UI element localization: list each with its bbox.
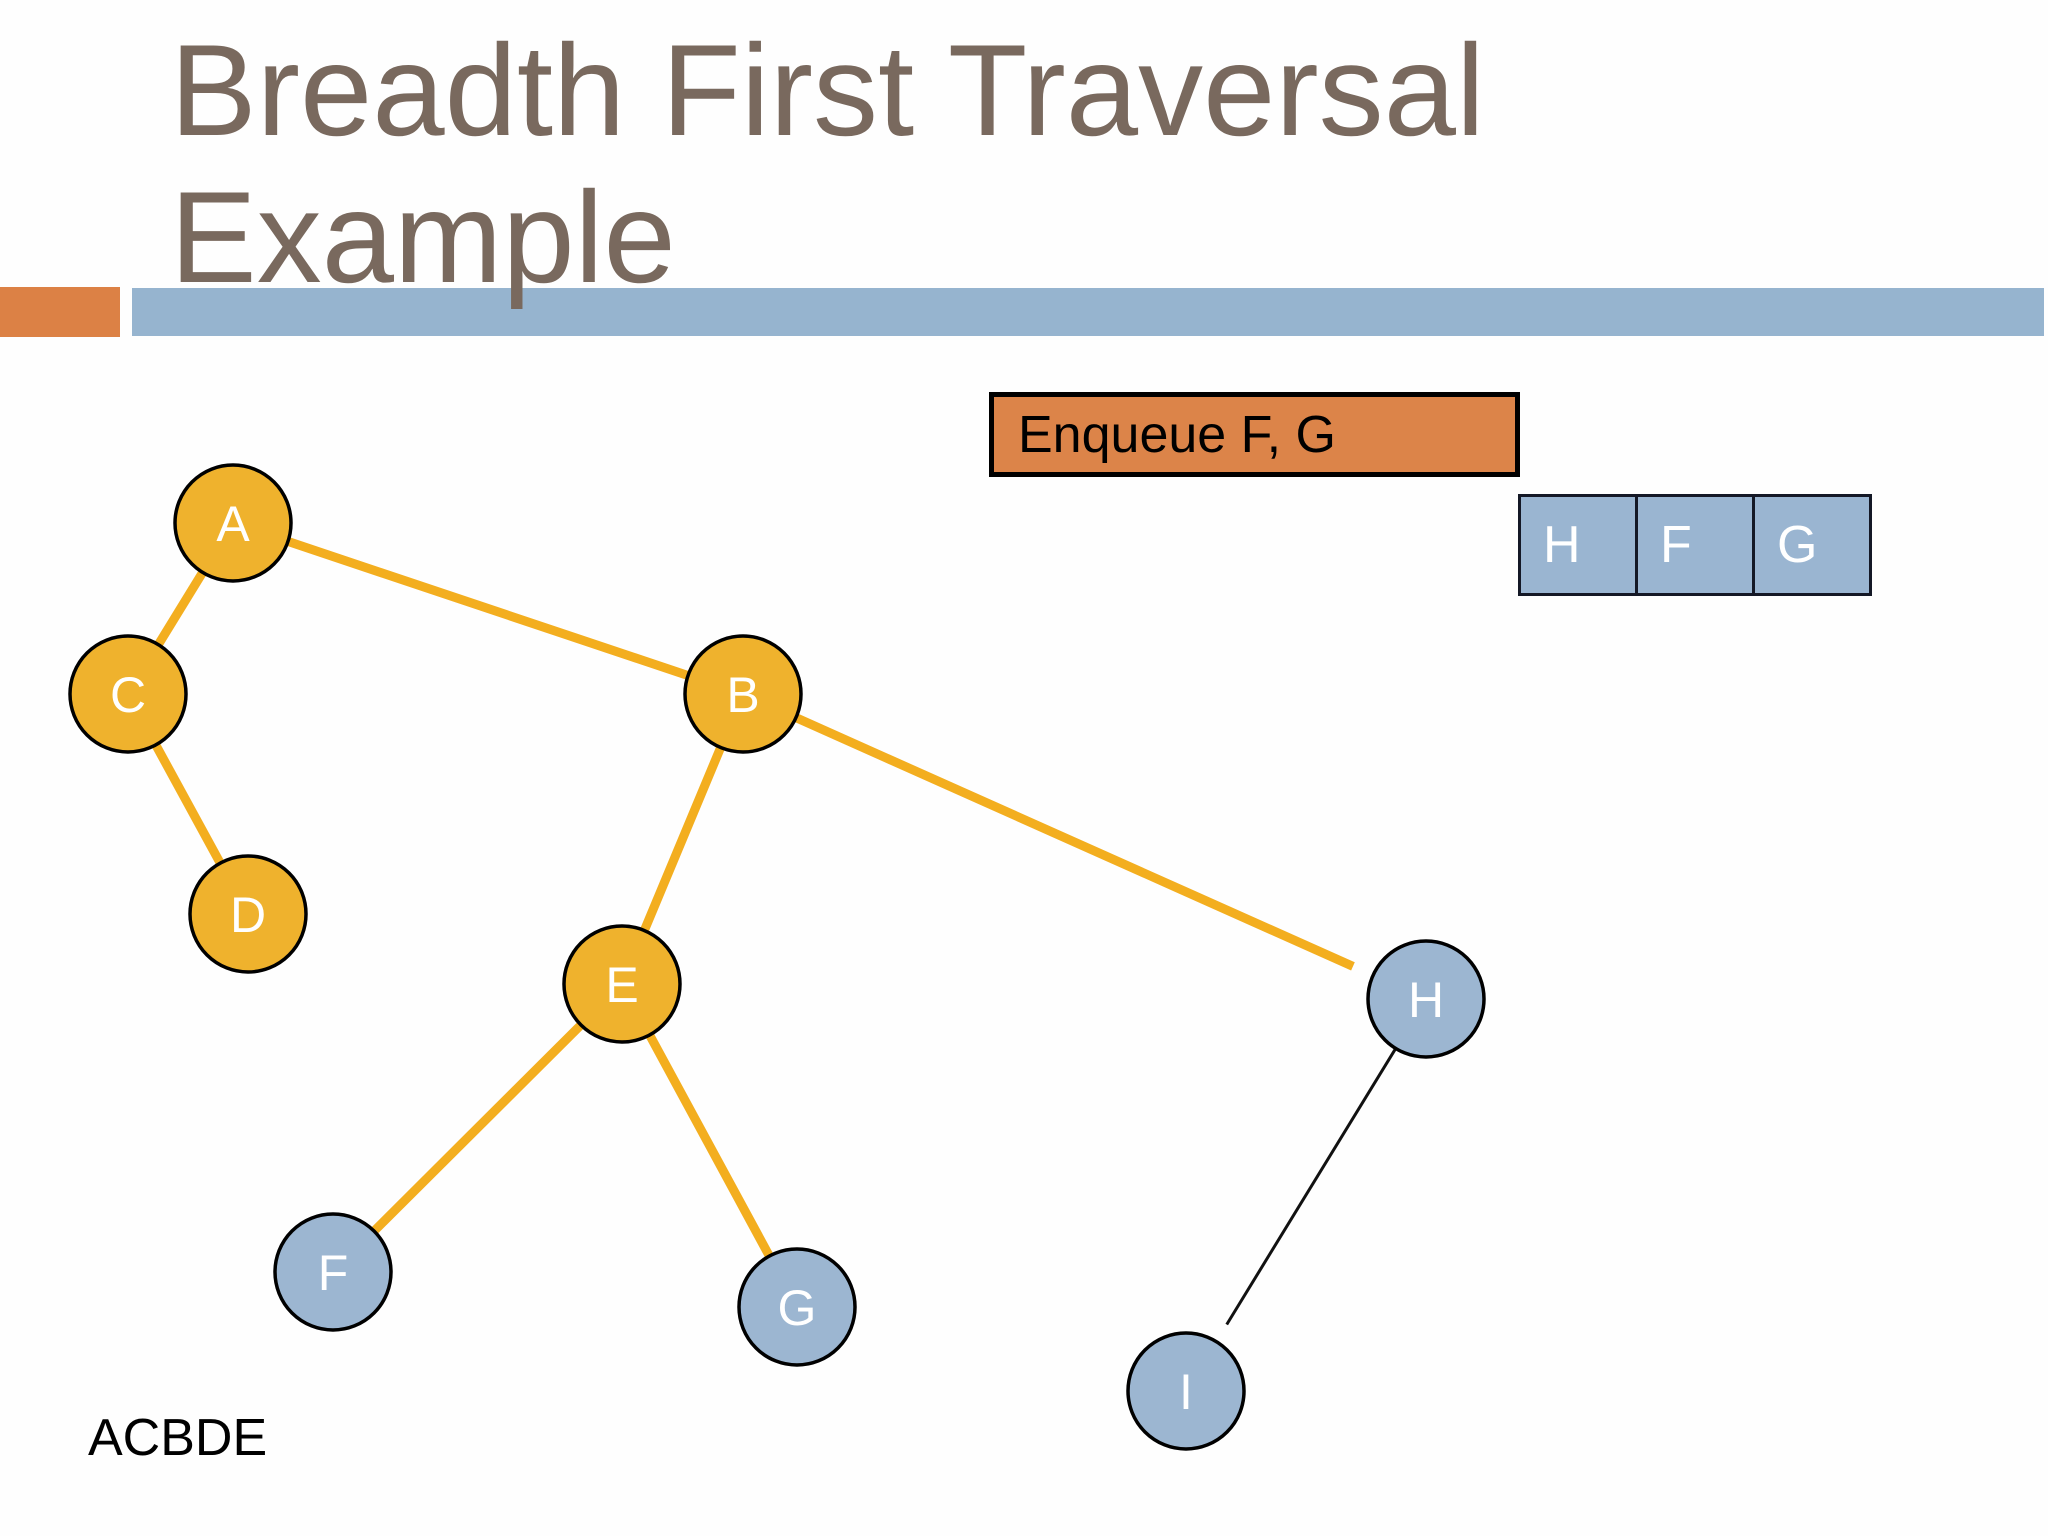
node-H	[1366, 939, 1486, 1059]
accent-square	[0, 287, 120, 337]
queue-cell-0: H	[1518, 494, 1638, 596]
node-E	[562, 924, 682, 1044]
edge-A-B	[231, 518, 745, 699]
node-E-label: E	[605, 957, 638, 1013]
node-I-label: I	[1179, 1364, 1193, 1420]
enqueue-callout-label: Enqueue F, G	[1018, 405, 1336, 464]
node-B	[683, 634, 803, 754]
edge-B-H	[741, 689, 1355, 971]
node-F	[273, 1212, 393, 1332]
title-underline-bar	[132, 288, 2044, 336]
edge-E-F	[329, 980, 626, 1276]
node-C	[68, 634, 188, 754]
node-G	[737, 1247, 857, 1367]
node-G-label: G	[778, 1280, 817, 1336]
title-line-2: Example	[170, 163, 676, 310]
edge-E-G	[618, 981, 801, 1310]
node-D-label: D	[230, 887, 266, 943]
queue-cell-1: F	[1635, 494, 1755, 596]
node-A-label: A	[216, 496, 250, 552]
slide-title: Breadth First Traversal Example	[170, 17, 1485, 311]
node-C-label: C	[110, 667, 146, 723]
edge-H-I	[1225, 1047, 1397, 1326]
node-F-label: F	[318, 1245, 349, 1301]
node-H-label: H	[1408, 972, 1444, 1028]
node-A	[173, 463, 293, 583]
title-line-1: Breadth First Traversal	[170, 17, 1485, 163]
queue-cell-2: G	[1752, 494, 1872, 596]
traversal-output: ACBDE	[88, 1409, 268, 1467]
queue-visual: H F G	[1518, 494, 1872, 596]
node-I	[1126, 1331, 1246, 1451]
node-B-label: B	[726, 667, 759, 723]
enqueue-callout: Enqueue F, G	[989, 392, 1520, 477]
node-D	[188, 854, 308, 974]
